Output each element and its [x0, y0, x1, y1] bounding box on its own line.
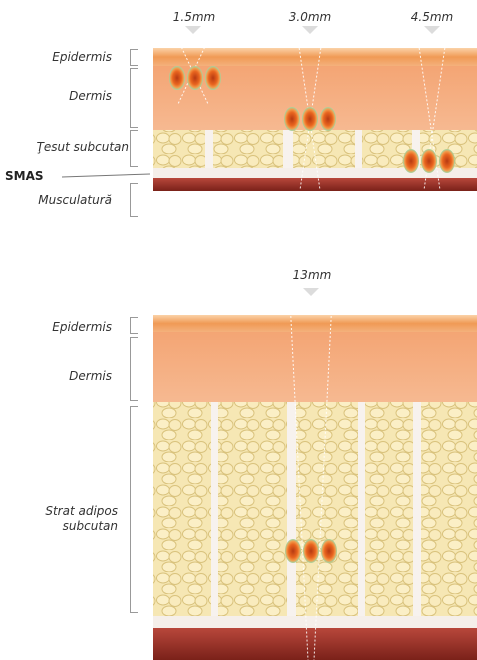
d1-focal-point [439, 149, 455, 173]
d2-septum-3 [358, 402, 365, 616]
label-d2-fat-line1: Strat adipos [0, 504, 118, 519]
d2-septum-2 [287, 402, 296, 616]
d2-epidermis-layer [153, 315, 477, 332]
d2-septum-4 [413, 402, 421, 616]
d2-focal-point [321, 539, 337, 563]
bracket-dermis [130, 68, 138, 128]
d1-marker-2 [302, 26, 318, 34]
label-dermis: Dermis [0, 89, 112, 104]
label-d2-epidermis: Epidermis [0, 320, 112, 335]
d1-marker-1 [185, 26, 201, 34]
depth-label-13mm: 13mm [282, 268, 342, 282]
d1-muscle-layer [153, 178, 477, 191]
d1-septum-2 [283, 130, 293, 168]
bracket-d2-epidermis [130, 317, 138, 334]
label-epidermis: Epidermis [0, 50, 112, 65]
d1-focal-point [205, 66, 221, 90]
d1-focal-point [284, 107, 300, 131]
bracket-subcutaneous [130, 130, 138, 167]
d1-septum-3 [355, 130, 362, 168]
d2-fat-layer [153, 402, 477, 616]
bracket-muscle [130, 183, 138, 217]
d1-focal-point [302, 107, 318, 131]
bracket-epidermis [130, 49, 138, 66]
d2-marker [303, 288, 319, 296]
d2-septum-1 [211, 402, 218, 616]
d2-dermis-layer [153, 332, 477, 402]
bracket-d2-fat [130, 406, 138, 613]
d2-focal-point [285, 539, 301, 563]
d1-epidermis-layer [153, 48, 477, 66]
d1-focal-point [187, 66, 203, 90]
label-smas: SMAS [5, 169, 44, 183]
label-d2-dermis: Dermis [0, 369, 112, 384]
d1-focal-point [403, 149, 419, 173]
label-muscle: Musculatură [0, 193, 112, 208]
d2-focal-point [303, 539, 319, 563]
d2-smas-layer [153, 616, 477, 628]
d1-focal-point [421, 149, 437, 173]
label-d2-fat-line2: subcutan [0, 519, 118, 534]
d1-focal-point [320, 107, 336, 131]
bracket-d2-dermis [130, 337, 138, 401]
d1-focal-point [169, 66, 185, 90]
d1-septum-1 [205, 130, 213, 168]
smas-leader-line [62, 174, 150, 177]
d1-marker-3 [424, 26, 440, 34]
label-subcutaneous: Ţesut subcutan [0, 140, 129, 155]
